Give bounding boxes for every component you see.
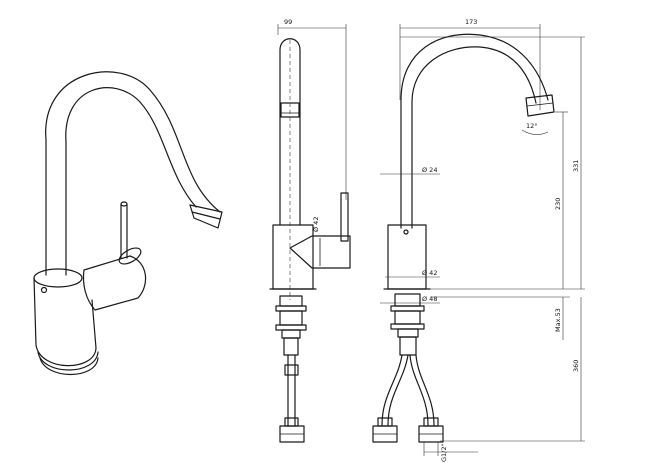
dim-spout-diameter: Ø 24 bbox=[422, 166, 437, 174]
dim-max-deck: Max.53 bbox=[554, 308, 562, 332]
dim-hose-length: 360 bbox=[572, 360, 580, 372]
front-view: 173 12° Ø 24 Ø 42 Ø 48 bbox=[372, 18, 555, 463]
dim-swivel-angle: 12° bbox=[526, 122, 538, 130]
dim-front-body-diameter: Ø 42 bbox=[422, 269, 437, 277]
dim-front-reach: 173 bbox=[465, 18, 477, 26]
dim-connection-thread: G1/2" bbox=[440, 444, 448, 463]
dim-base-diameter: Ø 48 bbox=[422, 295, 437, 303]
perspective-view bbox=[33, 71, 223, 376]
vertical-dimensions: 331 230 Max.53 360 bbox=[400, 36, 585, 442]
dim-side-reach: 99 bbox=[284, 18, 292, 26]
dim-side-body-diameter: Ø 42 bbox=[312, 217, 320, 232]
dim-height-overall: 331 bbox=[572, 160, 580, 172]
dim-height-spout: 230 bbox=[554, 198, 562, 210]
side-view: 99 Ø 42 bbox=[269, 18, 351, 443]
